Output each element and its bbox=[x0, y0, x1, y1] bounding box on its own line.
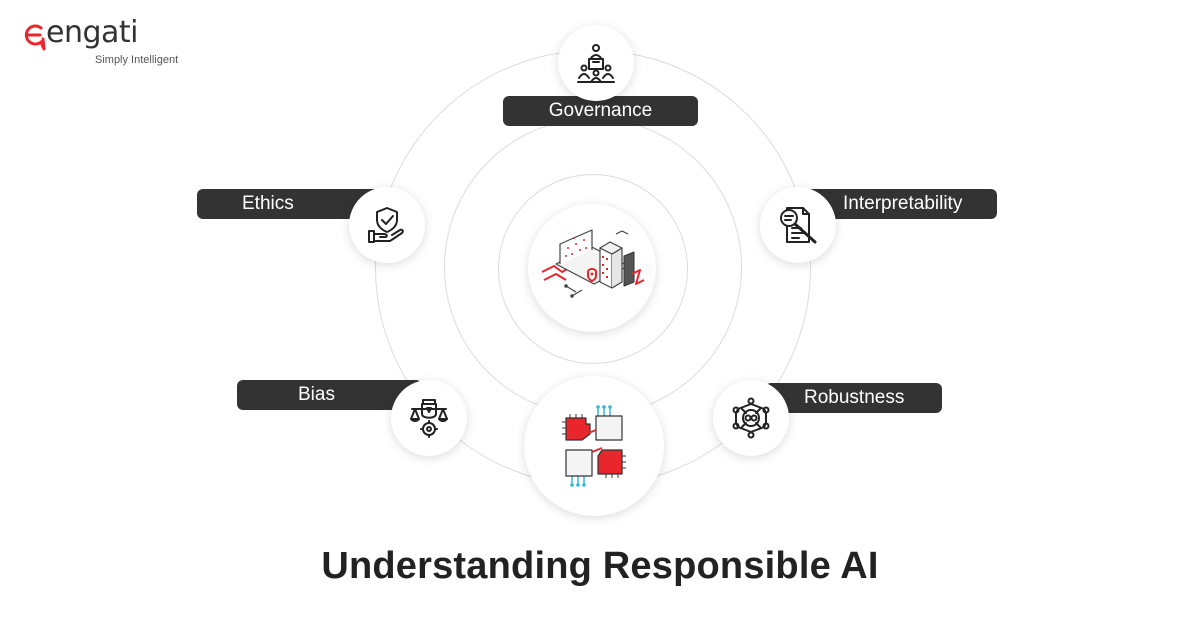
shield-hand-icon bbox=[368, 207, 404, 243]
robustness-node[interactable] bbox=[713, 380, 789, 456]
center-node bbox=[528, 204, 656, 332]
bias-node[interactable] bbox=[391, 380, 467, 456]
leadership-podium-icon bbox=[577, 44, 615, 83]
isometric-server-icon bbox=[541, 229, 645, 298]
robustness-label-text: Robustness bbox=[804, 387, 905, 408]
inner-ring bbox=[498, 174, 688, 364]
document-magnifier-icon bbox=[780, 207, 817, 244]
interpretability-label-text: Interpretability bbox=[843, 193, 963, 214]
governance-label: Governance bbox=[503, 96, 698, 126]
interpretability-label: Interpretability bbox=[800, 189, 997, 219]
network-nodes-icon bbox=[732, 397, 770, 439]
governance-node[interactable] bbox=[558, 25, 634, 101]
connected-chips-icon bbox=[562, 405, 626, 487]
page-title: Understanding Responsible AI bbox=[321, 545, 879, 587]
scales-gear-icon bbox=[410, 399, 448, 438]
engati-chat-bubble-icon bbox=[24, 24, 46, 51]
bias-label-text: Bias bbox=[298, 384, 335, 405]
bias-label: Bias bbox=[237, 380, 422, 410]
governance-label-text: Governance bbox=[548, 100, 653, 121]
interpretability-node[interactable] bbox=[760, 187, 836, 263]
robustness-label: Robustness bbox=[765, 383, 942, 413]
bottom-node bbox=[524, 376, 664, 516]
brand-name: engati bbox=[46, 15, 139, 50]
ethics-label-text: Ethics bbox=[242, 193, 294, 214]
brand-tagline: Simply Intelligent bbox=[95, 54, 179, 66]
ethics-node[interactable] bbox=[349, 187, 425, 263]
